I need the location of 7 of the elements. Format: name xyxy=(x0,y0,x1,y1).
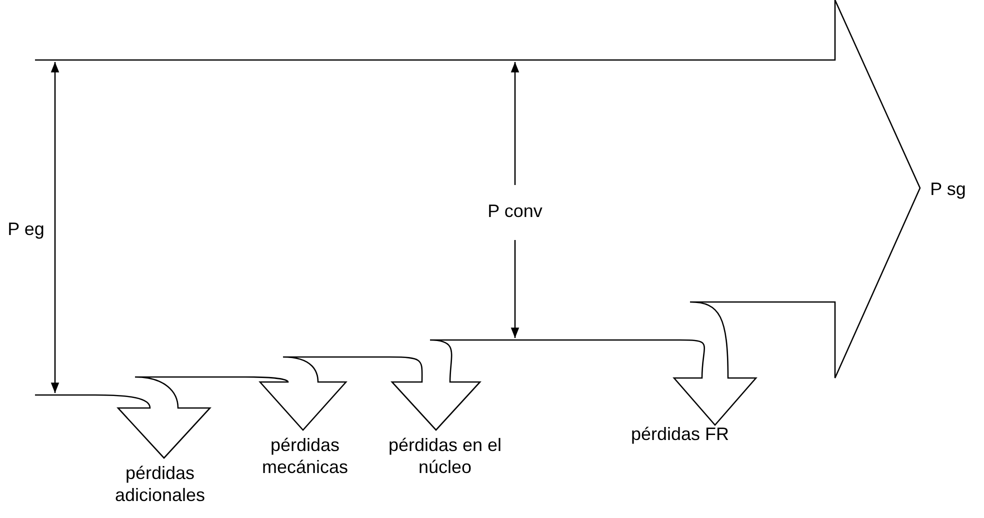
loss-label: pérdidas FR xyxy=(630,423,730,445)
loss-label: pérdidas mecánicas xyxy=(260,434,350,478)
dimension-label: P eg xyxy=(6,218,46,240)
loss-label: pérdidas en el núcleo xyxy=(387,434,503,478)
output-label: P sg xyxy=(929,178,967,200)
dimension-label: P conv xyxy=(486,200,544,222)
loss-label: pérdidas adicionales xyxy=(114,462,206,506)
